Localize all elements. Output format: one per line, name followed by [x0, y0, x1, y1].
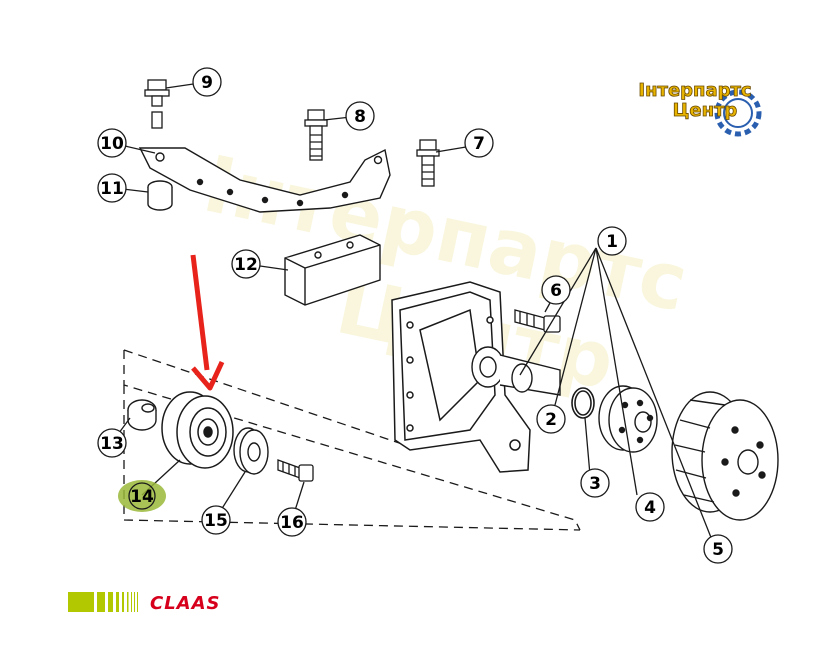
claas-logo: CLAAS	[68, 592, 221, 614]
svg-text:14: 14	[130, 487, 154, 507]
svg-text:11: 11	[100, 179, 124, 199]
bolt-8	[304, 109, 328, 161]
bolt-16	[277, 459, 314, 482]
claas-logo-bar-8	[134, 592, 135, 612]
upper-bracket	[138, 147, 391, 213]
claas-logo-bar-3	[108, 592, 113, 612]
interparts-logo: Інтерпартс Центр	[638, 80, 762, 137]
claas-logo-bar-5	[122, 592, 124, 612]
bolt-9	[144, 79, 170, 129]
svg-text:13: 13	[100, 434, 124, 454]
callout-4: 4	[635, 492, 665, 522]
svg-text:8: 8	[354, 107, 366, 127]
washer-15	[233, 427, 269, 475]
callout-5: 5	[703, 534, 733, 564]
svg-text:10: 10	[100, 134, 124, 154]
claas-logo-bar-4	[116, 592, 119, 612]
nut-13	[127, 399, 157, 431]
gear-icon	[714, 89, 762, 137]
claas-logo-bar-2	[97, 592, 105, 612]
ring-3	[571, 387, 595, 419]
svg-text:3: 3	[589, 474, 601, 494]
svg-text:15: 15	[204, 511, 228, 531]
svg-text:5: 5	[712, 540, 724, 560]
logo-line1: Інтерпартс	[638, 80, 751, 101]
svg-text:6: 6	[550, 281, 562, 301]
svg-text:1: 1	[606, 232, 618, 252]
hub-4	[598, 385, 658, 453]
svg-text:12: 12	[234, 255, 258, 275]
callout-6: 6	[541, 275, 571, 305]
pointer-arrow	[190, 254, 225, 391]
svg-text:7: 7	[473, 134, 485, 154]
svg-text:2: 2	[545, 410, 557, 430]
callout-8: 8	[345, 101, 375, 131]
callout-9: 9	[192, 67, 222, 97]
claas-logo-bar-7	[131, 592, 132, 612]
assembly-outline	[123, 349, 581, 531]
callout-15: 15	[201, 505, 231, 535]
claas-logo-bar-9	[137, 592, 138, 612]
bolt-7	[416, 139, 440, 187]
block-12	[284, 234, 381, 306]
claas-logo-bar-6	[127, 592, 129, 612]
claas-logo-bar-1	[68, 592, 94, 612]
spacer-11	[147, 180, 173, 211]
callout-14: 14	[128, 482, 156, 510]
callout-3: 3	[580, 468, 610, 498]
svg-text:9: 9	[201, 73, 213, 93]
callout-1: 1	[597, 226, 627, 256]
mounting-plate	[391, 281, 531, 473]
svg-text:4: 4	[644, 498, 656, 518]
callout-10: 10	[97, 128, 127, 158]
callout-16: 16	[277, 507, 307, 537]
shaft-2	[471, 346, 561, 396]
pulley-5	[671, 391, 779, 521]
callout-11: 11	[97, 173, 127, 203]
callout-12: 12	[231, 249, 261, 279]
logo-line2: Центр	[673, 100, 738, 121]
callout-13: 13	[97, 428, 127, 458]
svg-text:16: 16	[280, 513, 304, 533]
callouts: 1 2 3 4 5 6 7 8	[97, 67, 733, 564]
idler-pulley-14	[161, 391, 234, 469]
callout-7: 7	[464, 128, 494, 158]
claas-wordmark: CLAAS	[150, 593, 221, 614]
callout-14-highlight	[118, 480, 166, 512]
callout-2: 2	[536, 404, 566, 434]
